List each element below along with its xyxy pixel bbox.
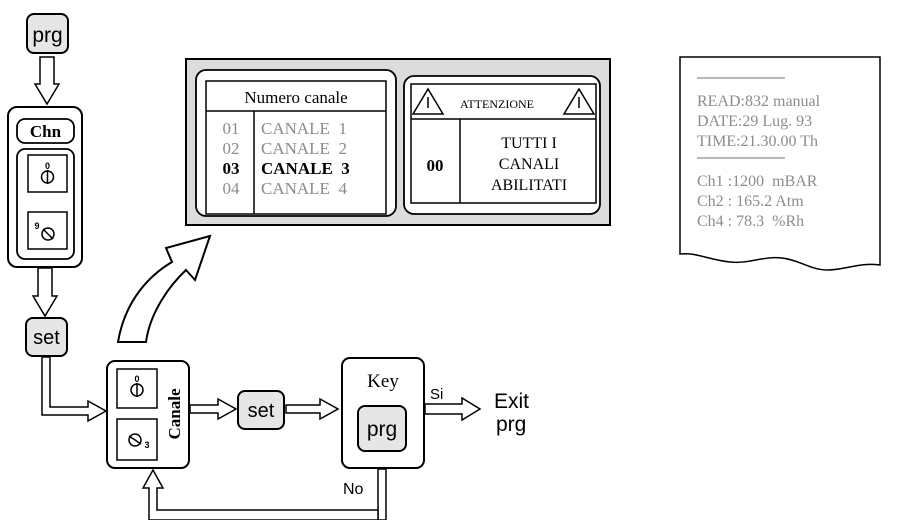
exit-line2: prg [496, 413, 526, 436]
no-label: No [343, 481, 364, 498]
attention-msg-line3: ABILITATI [491, 177, 567, 194]
set-key-2-label: set [248, 400, 275, 422]
printout-line: TIME:21.30.00 Th [697, 133, 818, 150]
printout-line: DATE:29 Lug. 93 [697, 113, 812, 130]
attention-msg-line2: CANALI [499, 156, 559, 173]
channel-number: 02 [223, 139, 240, 158]
arrow-prg-to-chn [33, 56, 61, 106]
channel-number: 01 [223, 119, 240, 138]
canale-group: 0 3 Canale [106, 360, 190, 469]
exit-line1: Exit [494, 390, 529, 413]
knob-icon: 0 [40, 161, 55, 184]
canale-knob-top-digit: 0 [134, 374, 139, 384]
printout-line: Ch4 : 78.3 %Rh [697, 213, 804, 230]
key-group: Key prg [341, 357, 425, 469]
arrow-canale-to-display [116, 234, 212, 343]
attention-title: ATTENZIONE [460, 97, 534, 111]
canale-knob-bottom-digit: 3 [144, 440, 149, 450]
arrow-set-to-canale [41, 356, 108, 423]
arrow-no-loop [377, 468, 387, 520]
numero-canale-title: Numero canale [244, 88, 347, 107]
warning-icon [411, 87, 445, 115]
printout-line: READ:832 manual [697, 93, 821, 110]
channel-name: CANALE 4 [261, 179, 347, 198]
channel-name: CANALE 2 [261, 139, 347, 158]
canale-label: Canale [165, 388, 184, 439]
set-key-1: set [25, 317, 68, 357]
set-key-2: set [237, 390, 285, 430]
arrow-canale-to-set [189, 397, 238, 421]
warning-icon [562, 87, 596, 115]
channel-number: 04 [223, 179, 241, 198]
prg-key-top: prg [26, 13, 69, 54]
key-prg-label: prg [367, 418, 397, 441]
attention-msg-line1: TUTTI I [501, 135, 557, 152]
channel-name: CANALE 3 [261, 159, 350, 178]
arrow-si-to-exit [424, 396, 482, 422]
key-title: Key [367, 371, 399, 392]
knob-icon: 9 [34, 221, 55, 241]
chn-knob-bottom-digit: 9 [34, 221, 39, 231]
knob-icon: 0 [130, 374, 144, 397]
chn-knob-top-digit: 0 [45, 161, 50, 171]
channel-name: CANALE 1 [261, 119, 347, 138]
prg-key-top-label: prg [32, 24, 62, 47]
arrow-no-loop-return [141, 468, 379, 520]
knob-icon: 3 [128, 433, 150, 450]
chn-group: Chn 0 9 [7, 106, 83, 268]
si-label: Si [430, 386, 443, 403]
arrow-set-to-key [285, 397, 340, 421]
channel-number: 03 [223, 159, 240, 178]
chn-title: Chn [30, 122, 62, 141]
printout-line: Ch2 : 165.2 Atm [697, 193, 804, 210]
arrow-chn-to-set [31, 267, 59, 318]
printout-line: Ch1 :1200 mBAR [697, 173, 818, 190]
channel-list: 01 CANALE 1 02 CANALE 2 03 CANALE 3 04 CANALE 4 [223, 119, 350, 198]
set-key-1-label: set [33, 327, 60, 349]
attention-code: 00 [427, 156, 444, 175]
